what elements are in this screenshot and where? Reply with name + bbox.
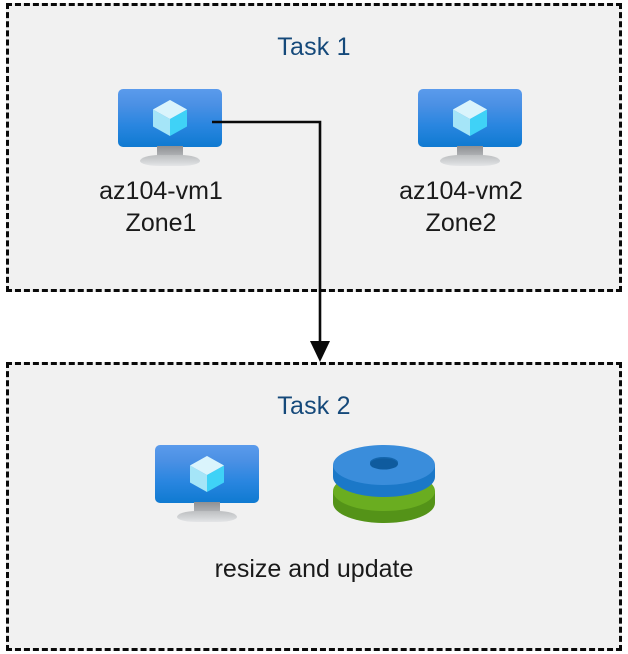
vm-stand-base: [177, 511, 237, 522]
cube-icon: [453, 100, 487, 136]
task2-title: Task 2: [277, 392, 351, 420]
vm1-caption: az104-vm1 Zone1: [41, 176, 281, 239]
azure-virtual-machine-icon: [118, 89, 222, 166]
disk-blue: [333, 445, 435, 497]
task2-caption: resize and update: [214, 555, 414, 583]
task1-title: Task 1: [277, 33, 351, 61]
vm-screen: [155, 445, 259, 503]
azure-virtual-machine-icon: [418, 89, 522, 166]
vm-screen: [418, 89, 522, 147]
azure-virtual-machine-icon: [155, 445, 259, 522]
connector-arrowhead: [310, 341, 330, 362]
vm2-caption-zone: Zone2: [425, 208, 497, 237]
cube-icon: [190, 456, 224, 492]
cube-icon: [153, 100, 187, 136]
vm1-caption-zone: Zone1: [125, 208, 197, 237]
azure-managed-disks-icon: [333, 445, 435, 523]
vm1-caption-name: az104-vm1: [99, 177, 223, 205]
task-group-task1: Task 1: [6, 3, 622, 292]
task-group-task2: Task 2: [6, 362, 622, 651]
vm-screen: [118, 89, 222, 147]
vm2-caption: az104-vm2 Zone2: [341, 176, 581, 239]
vm-stand-base: [140, 155, 200, 166]
vm2-caption-name: az104-vm2: [399, 177, 523, 205]
vm-stand-base: [440, 155, 500, 166]
